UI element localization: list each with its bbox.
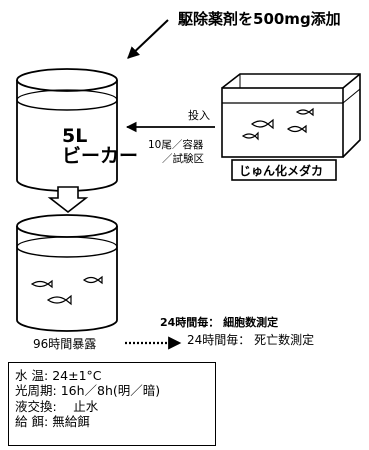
beaker-volume: 5L [62,125,88,147]
conditions-box: 水 温:24±1°C 光周期:16h／8h(明／暗) 液交換: 止水 給 餌:無… [8,362,216,446]
condition-row: 水 温:24±1°C [15,368,215,383]
cell-count-label: 24時間毎： 細胞数測定 [160,316,279,329]
dose-arrow [127,19,169,59]
count-line: ／試験区 [162,153,204,166]
down-arrow [47,186,89,214]
beaker-name: ビーカー [62,144,139,167]
beaker-fish [30,275,103,306]
beaker-top [16,68,118,192]
condition-key: 液交換: [15,398,57,414]
death-count-label: 24時間毎： 死亡数測定 [187,333,315,347]
acclimation-label-box [231,159,337,181]
condition-row: 光周期:16h／8h(明／暗) [15,383,215,398]
tank-fish [241,107,314,141]
beaker-label: 5L ビーカー [62,125,139,167]
dose-title: 駆除薬剤を500mg添加 [178,10,341,28]
condition-value: 16h／8h(明／暗) [60,383,161,399]
condition-value: 24±1°C [52,368,102,383]
condition-row: 給 餌:無給餌 [15,414,215,429]
condition-key: 光周期: [15,383,57,399]
condition-key: 給 餌: [15,413,49,429]
condition-value: 止水 [60,398,99,414]
condition-value: 無給餌 [52,413,90,429]
add-label: 投入 [188,109,210,122]
acclimation-label: じゅん化メダカ [239,164,324,178]
condition-row: 液交換: 止水 [15,399,215,414]
condition-key: 水 温: [15,368,49,383]
acclimation-tank [221,73,361,158]
count-line: 10尾／容器 [148,139,204,151]
beaker-bottom [16,214,118,332]
count-label: 10尾／容器 ／試験区 [148,138,204,166]
exposure-label: 96時間暴露 [33,337,97,351]
